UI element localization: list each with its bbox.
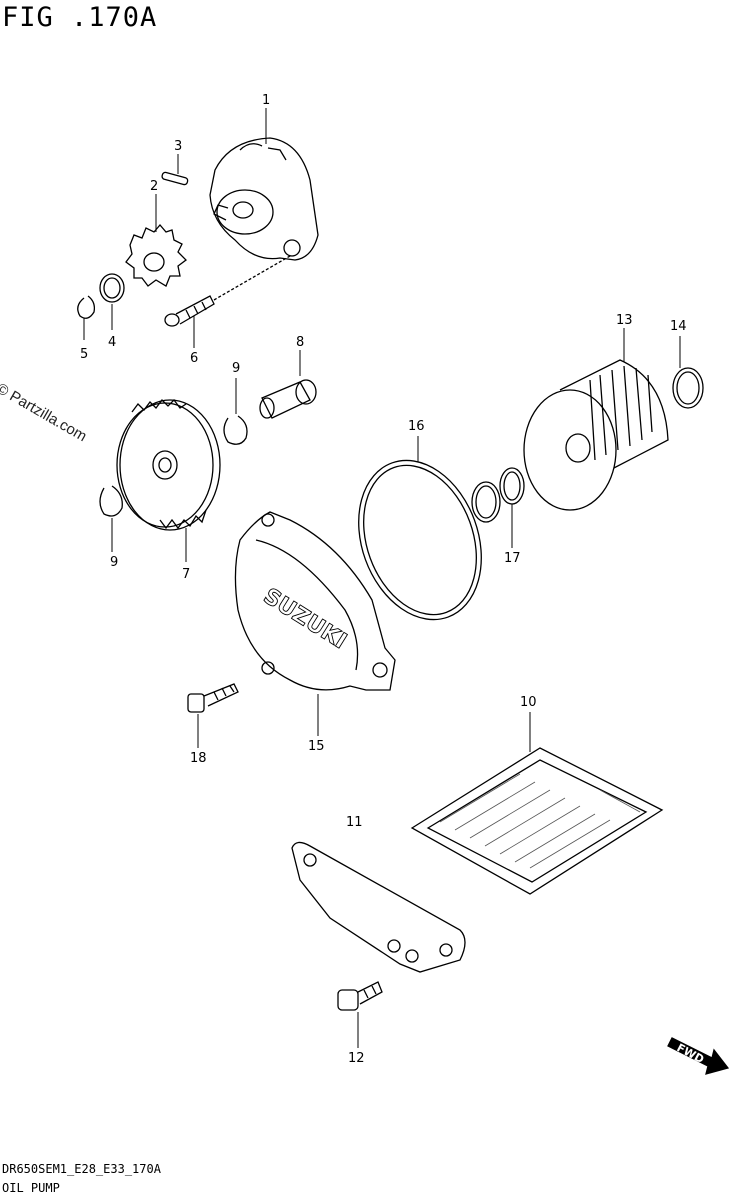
callout-7: 7 [182,567,190,582]
part-6-screw[interactable] [164,255,291,327]
part-1-pump-body[interactable] [209,137,319,261]
part-13-oil-filter[interactable] [523,359,669,511]
part-10-screen[interactable] [410,747,664,895]
part-3-pin[interactable] [161,171,189,186]
part-12-bolt[interactable] [337,981,383,1011]
callout-15: 15 [308,739,325,754]
fwd-arrow-icon [667,1037,729,1075]
part-16-o-ring[interactable] [337,443,502,637]
callout-8: 8 [296,335,304,350]
fwd-label: FWD [675,1041,707,1066]
callout-5: 5 [80,347,88,362]
part-9-circlip-lower[interactable] [99,485,123,517]
figure-name: OIL PUMP [2,1181,60,1195]
part-2-gear[interactable] [125,224,187,287]
callout-3: 3 [174,139,182,154]
callout-2: 2 [150,179,158,194]
part-18-bolt[interactable] [187,683,239,713]
part-11-plate[interactable] [291,841,466,973]
callout-6: 6 [190,351,198,366]
part-14-o-ring[interactable] [672,367,704,409]
leader-lines [83,108,681,1048]
callout-9-upper: 9 [232,361,240,376]
callout-10: 10 [520,695,537,710]
callout-17: 17 [504,551,521,566]
figure-code: DR650SEM1_E28_E33_170A [2,1162,161,1176]
callout-18: 18 [190,751,207,766]
part-8-bushing[interactable] [259,379,317,419]
callout-12: 12 [348,1051,365,1066]
callout-1: 1 [262,93,270,108]
part-7-driven-gear[interactable] [116,399,221,531]
callout-4: 4 [108,335,116,350]
part-4-washer[interactable] [99,273,125,303]
callout-9-lower: 9 [110,555,118,570]
callout-14: 14 [670,319,687,334]
part-9-circlip-upper[interactable] [223,415,248,445]
figure-title: FIG .170A [2,2,158,33]
part-5-circlip[interactable] [77,295,96,319]
callout-16: 16 [408,419,425,434]
part-17-spring[interactable] [471,467,525,523]
callout-11: 11 [346,815,363,830]
callout-13: 13 [616,313,633,328]
part-15-cover[interactable] [234,511,396,691]
